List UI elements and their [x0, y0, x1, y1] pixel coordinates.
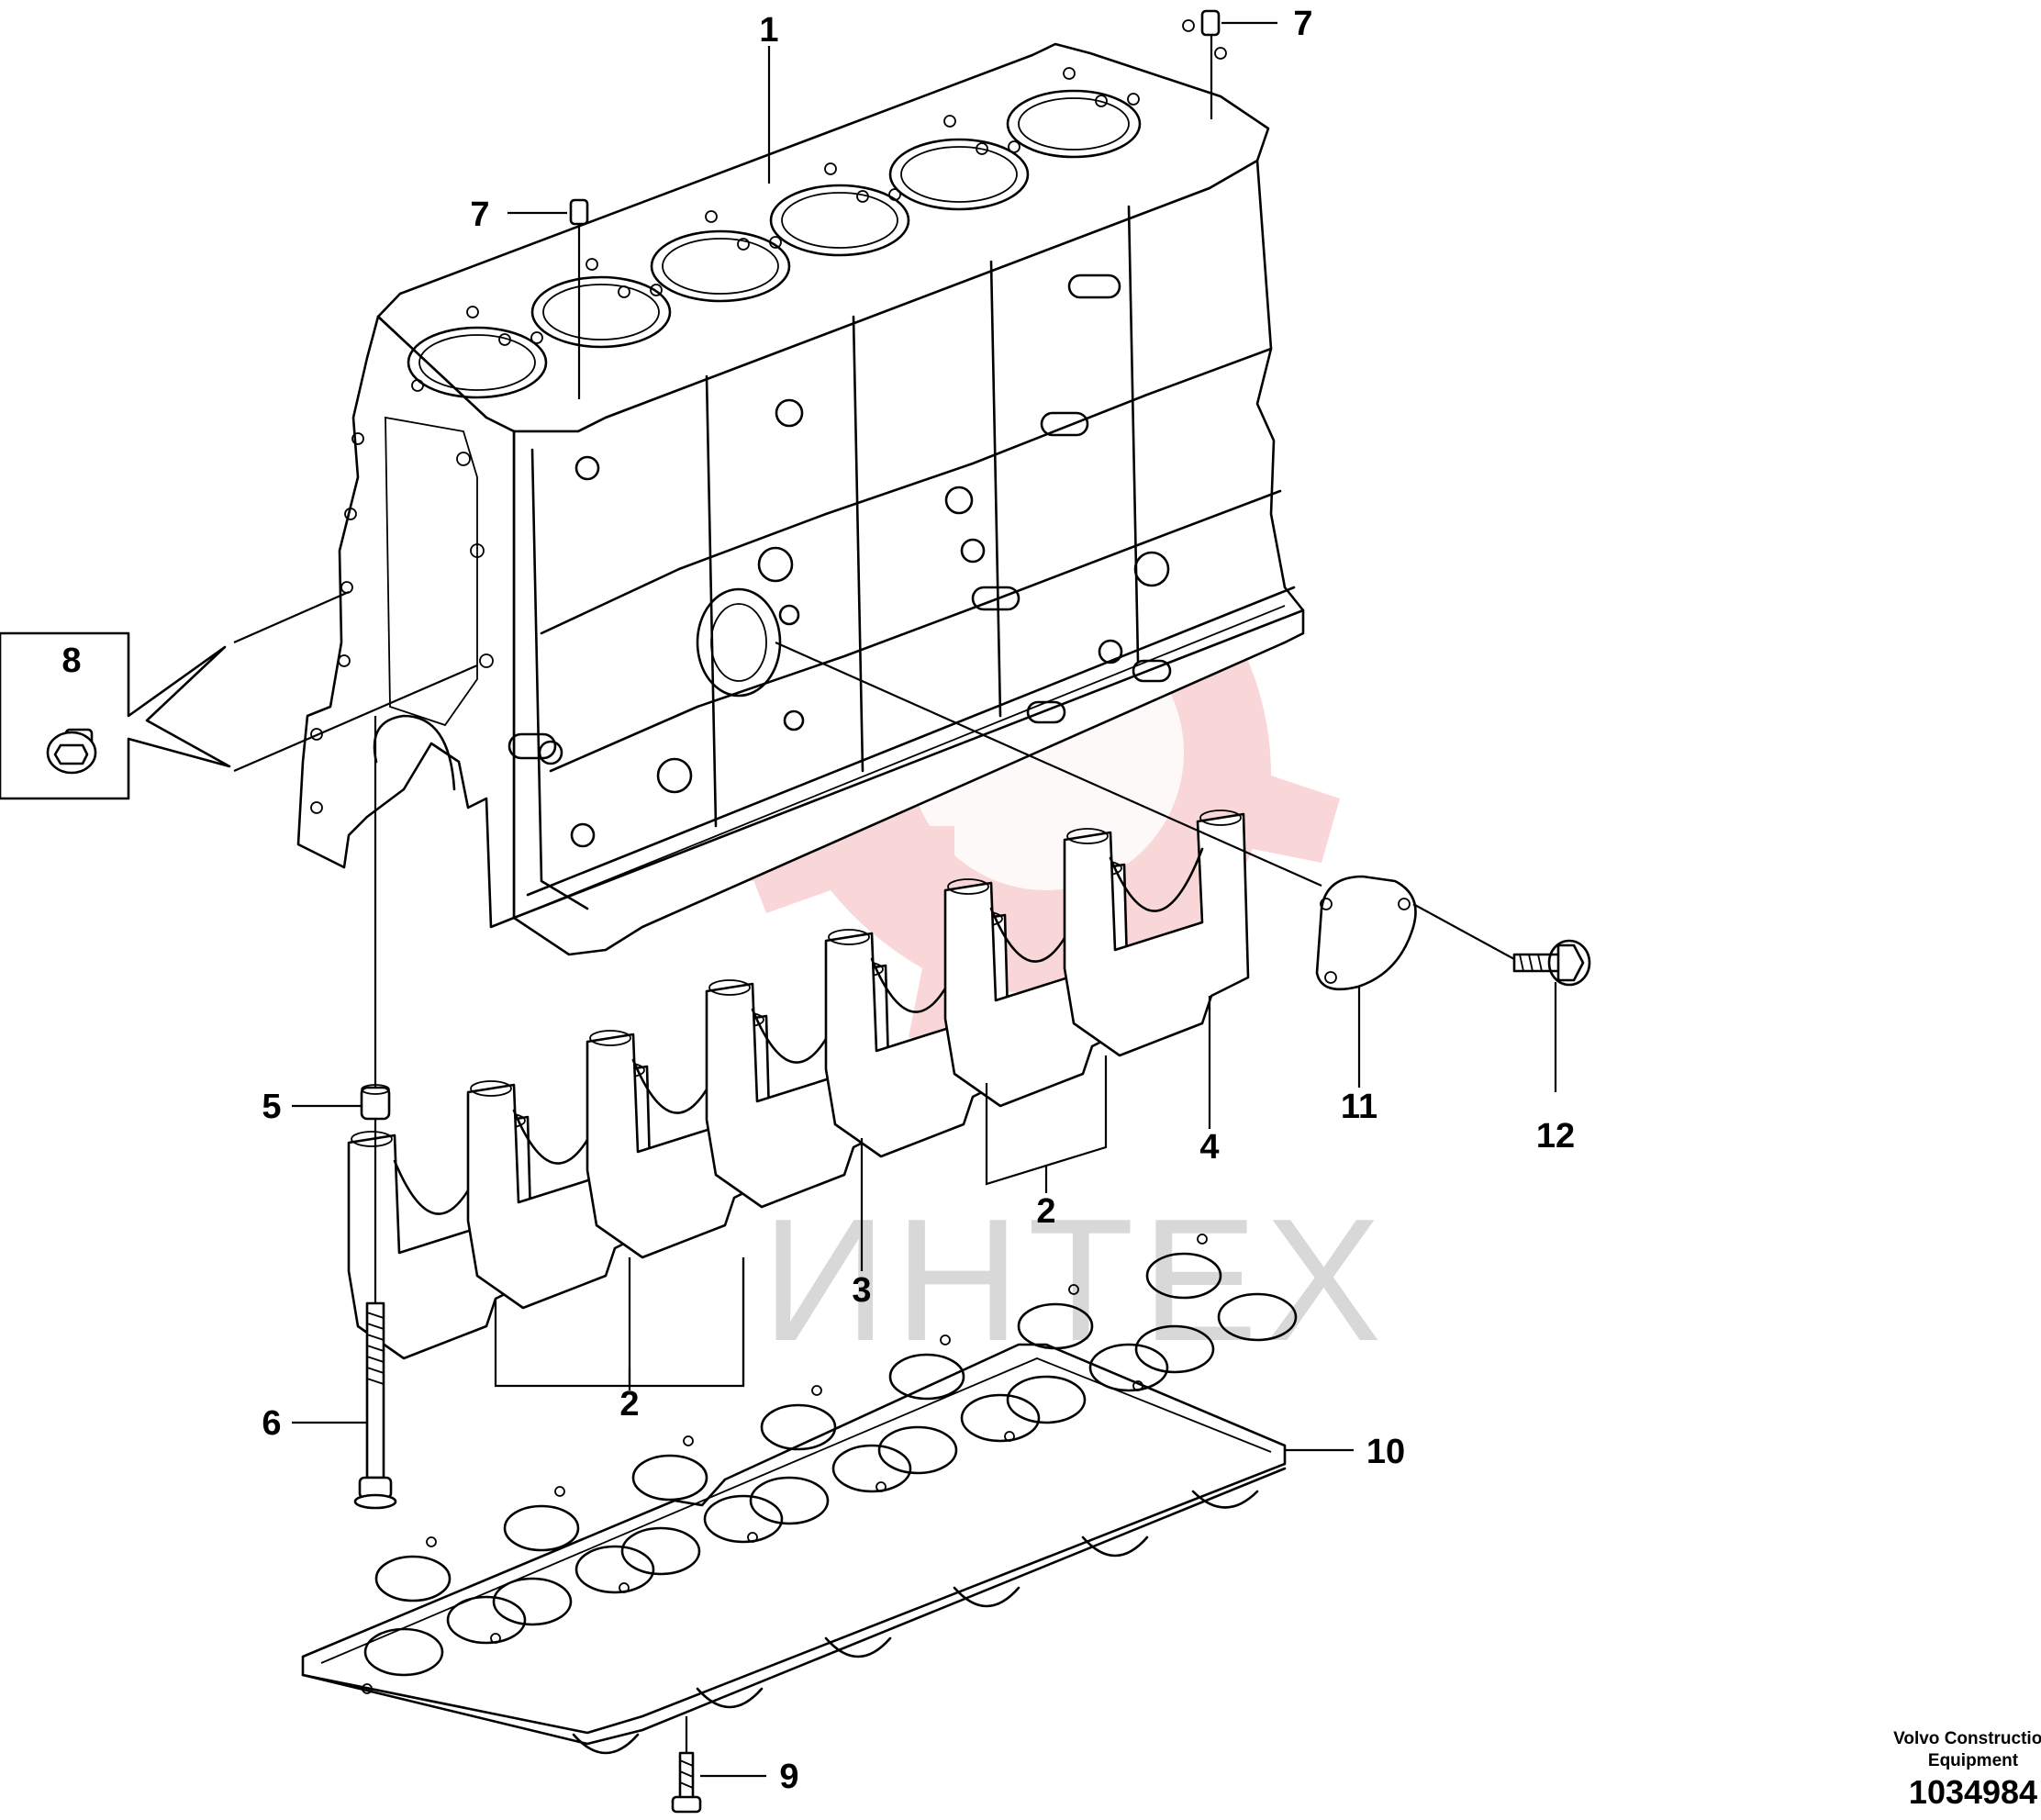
stiffener-plate-lower-edge: [301, 1467, 1287, 1746]
stiffener-plate: [301, 1234, 1298, 1755]
leader-lines: [233, 21, 1557, 1778]
bearing-cap: [1063, 810, 1250, 1057]
engine-block-side-port: [696, 587, 782, 698]
cover-plate-part-11: [1315, 875, 1417, 991]
footer-manufacturer-line1: Volvo Construction: [1893, 1729, 2041, 1748]
screw-part-9: [671, 1751, 702, 1814]
engine-block-ribs: [513, 205, 1286, 919]
dowel-pin-part-7-a: [1200, 9, 1221, 37]
callout-12: 12: [1536, 1117, 1575, 1156]
engine-block-end-panel: [385, 416, 478, 727]
callout-9: 9: [779, 1758, 798, 1796]
plug-part-8: [46, 728, 97, 775]
stiffener-plate-openings: [362, 1234, 1298, 1694]
callout-5: 5: [262, 1088, 281, 1126]
callout-3: 3: [852, 1271, 871, 1310]
callout-10: 10: [1366, 1433, 1405, 1471]
callout-8: 8: [61, 642, 81, 680]
dowel-sleeve-part-5: [360, 1084, 391, 1121]
callout-2-right: 2: [1036, 1192, 1055, 1231]
engine-block: [296, 19, 1305, 956]
stiffener-plate-lobes: [572, 1490, 1259, 1755]
engine-block-front-face: [376, 159, 1305, 956]
callout-11: 11: [1341, 1088, 1377, 1126]
footer-manufacturer-line2: Equipment: [1928, 1751, 2019, 1770]
engine-block-bosses: [507, 274, 1172, 848]
engine-block-cylinder-bores: [407, 89, 1142, 399]
callout-4: 4: [1199, 1128, 1219, 1167]
callout-1: 1: [759, 11, 778, 50]
callout-labels: 1 7 7 8 5 6 2 3 2 4 11 12 10 9: [61, 5, 1575, 1796]
callout-2-left: 2: [619, 1385, 639, 1424]
callout-6: 6: [262, 1404, 281, 1443]
engine-block-deck-holes: [411, 19, 1227, 392]
callout-7-top: 7: [1293, 5, 1312, 43]
plug-detail-box: [0, 631, 231, 800]
engine-block-end-holes: [310, 432, 494, 814]
stiffener-plate-outline: [301, 1343, 1287, 1735]
engine-block-pan-rail: [512, 586, 1305, 920]
dowel-pin-part-7-b: [569, 198, 589, 226]
main-bearing-bolt-part-6: [353, 1301, 397, 1510]
footer: Volvo Construction Equipment 1034984: [1893, 1729, 2041, 1811]
engine-block-end-face: [296, 315, 516, 929]
footer-drawing-number: 1034984: [1909, 1773, 2037, 1811]
stiffener-plate-inner-edge: [320, 1357, 1272, 1664]
callout-7-mid: 7: [470, 195, 489, 234]
bearing-caps: [347, 810, 1250, 1360]
plug-detail-box-frame: [0, 631, 231, 800]
flange-bolt-part-12: [1512, 939, 1591, 987]
